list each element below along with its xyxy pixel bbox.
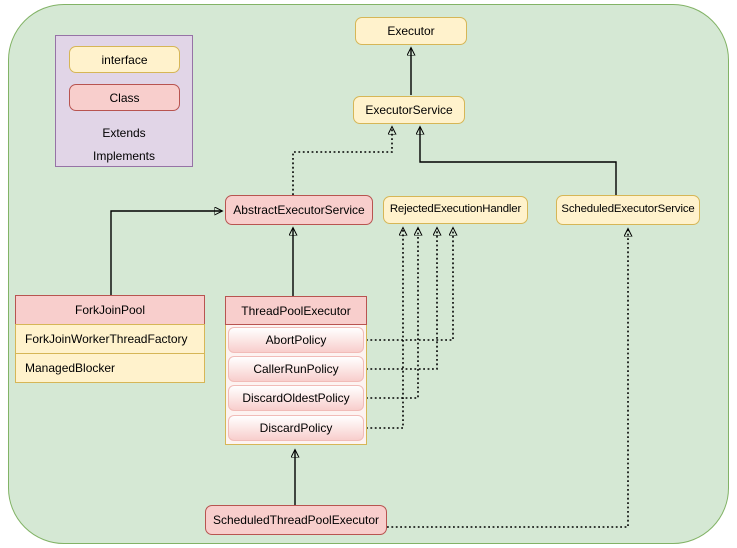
node-fork-join-worker-thread-factory[interactable]: ForkJoinWorkerThreadFactory [15, 324, 205, 354]
node-abstract-executor-service[interactable]: AbstractExecutorService [225, 195, 373, 225]
node-caller-run-policy-label: CallerRunPolicy [253, 362, 339, 376]
node-managed-blocker[interactable]: ManagedBlocker [15, 353, 205, 383]
node-executor[interactable]: Executor [355, 17, 467, 45]
legend-implements-label: Implements [92, 149, 156, 163]
node-fork-join-pool[interactable]: ForkJoinPool [15, 295, 205, 325]
node-scheduled-thread-pool-executor-label: ScheduledThreadPoolExecutor [212, 513, 380, 527]
node-discard-policy[interactable]: DiscardPolicy [228, 415, 364, 441]
node-rejected-execution-handler-label: RejectedExecutionHandler [389, 203, 522, 216]
group-fork-join-pool: ForkJoinPool ForkJoinWorkerThreadFactory… [15, 295, 205, 383]
node-scheduled-executor-service-label: ScheduledExecutorService [561, 203, 695, 216]
legend-class-chip: Class [69, 84, 180, 111]
node-executor-service-label: ExecutorService [365, 103, 453, 117]
legend-interface-chip: interface [69, 46, 180, 73]
node-caller-run-policy[interactable]: CallerRunPolicy [228, 356, 364, 382]
node-abstract-executor-service-label: AbstractExecutorService [233, 203, 365, 217]
node-rejected-execution-handler[interactable]: RejectedExecutionHandler [383, 196, 528, 224]
node-discard-oldest-policy[interactable]: DiscardOldestPolicy [228, 385, 364, 411]
group-thread-pool-executor: ThreadPoolExecutor AbortPolicy CallerRun… [225, 296, 367, 445]
node-discard-policy-label: DiscardPolicy [259, 421, 333, 435]
node-thread-pool-executor-label: ThreadPoolExecutor [241, 303, 351, 318]
node-scheduled-executor-service[interactable]: ScheduledExecutorService [556, 195, 700, 225]
legend: interface Class Extends Implements [55, 35, 193, 167]
node-managed-blocker-label: ManagedBlocker [25, 361, 116, 375]
node-thread-pool-executor[interactable]: ThreadPoolExecutor [225, 296, 367, 325]
node-abort-policy-label: AbortPolicy [265, 333, 327, 347]
node-abort-policy[interactable]: AbortPolicy [228, 327, 364, 353]
legend-extends-label: Extends [102, 126, 146, 140]
node-scheduled-thread-pool-executor[interactable]: ScheduledThreadPoolExecutor [205, 505, 387, 535]
node-discard-oldest-policy-label: DiscardOldestPolicy [242, 391, 350, 405]
node-fork-join-pool-label: ForkJoinPool [74, 303, 146, 317]
legend-interface-label: interface [101, 52, 148, 67]
node-executor-label: Executor [387, 24, 435, 38]
node-executor-service[interactable]: ExecutorService [353, 96, 465, 124]
legend-class-label: Class [109, 90, 140, 105]
node-fork-join-worker-thread-factory-label: ForkJoinWorkerThreadFactory [25, 332, 188, 346]
